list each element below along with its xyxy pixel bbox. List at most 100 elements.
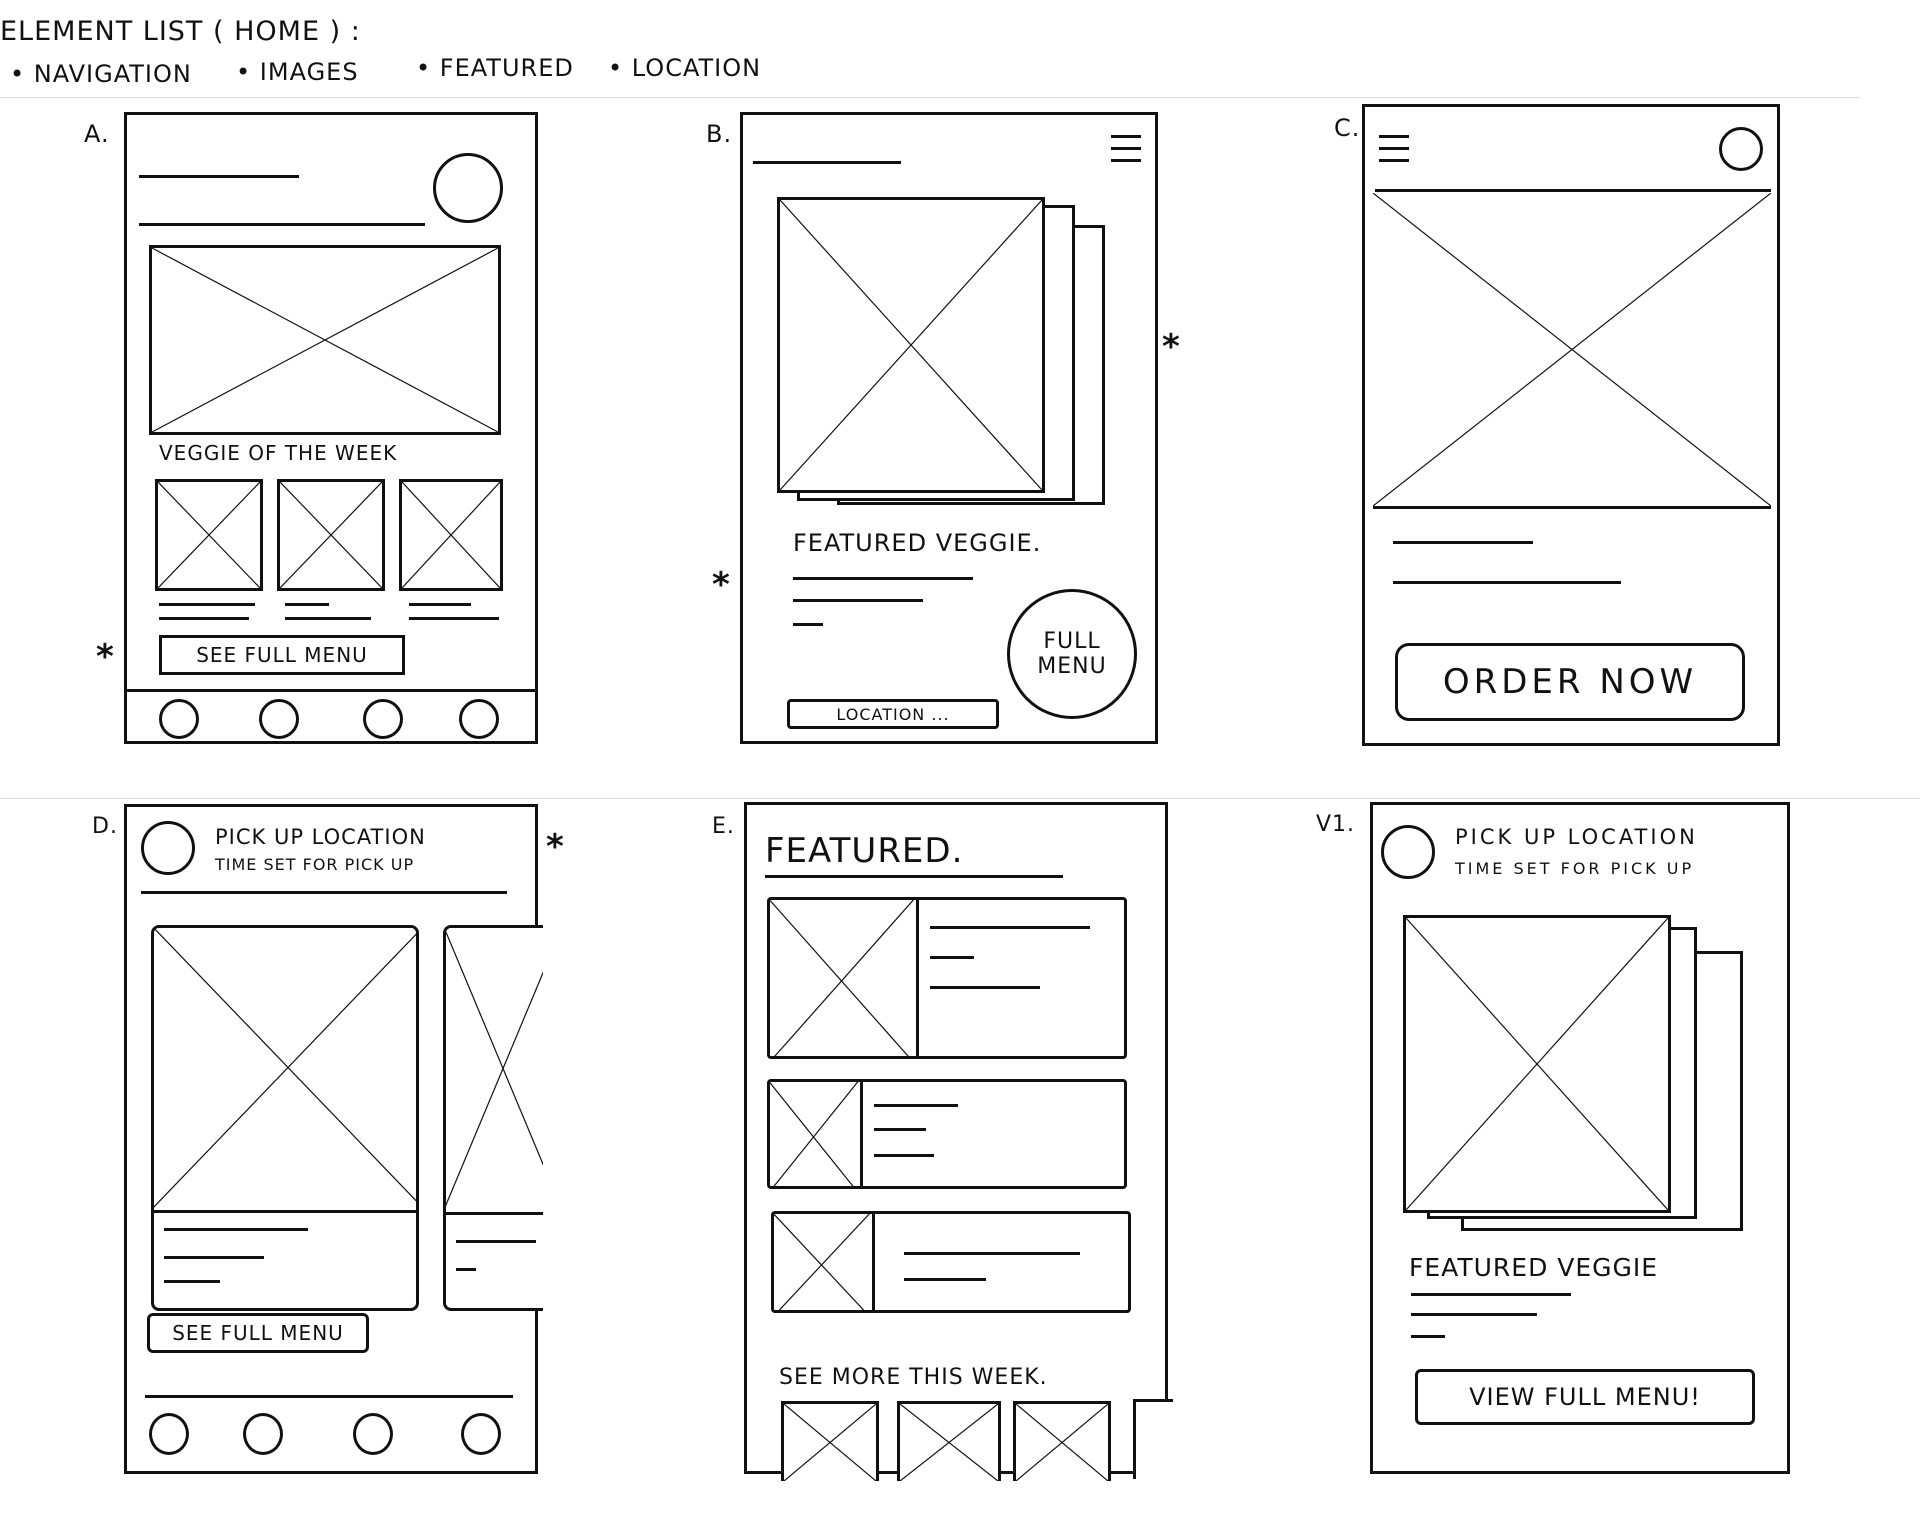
text-line bbox=[874, 1154, 934, 1157]
item-image-placeholder bbox=[770, 1082, 863, 1186]
pickup-time-text: TIME SET FOR PICK UP bbox=[1455, 859, 1695, 878]
full-menu-fab[interactable]: FULL MENU bbox=[1007, 589, 1137, 719]
sketch-label: B. bbox=[706, 120, 733, 148]
nav-icon[interactable] bbox=[353, 1413, 393, 1455]
heading-underline bbox=[765, 875, 1063, 878]
sketch-label: V1. bbox=[1316, 812, 1356, 837]
paper-guide bbox=[0, 798, 1920, 799]
thumbnail-placeholder[interactable] bbox=[155, 479, 263, 591]
see-full-menu-button[interactable]: SEE FULL MENU bbox=[147, 1313, 369, 1353]
carousel-card[interactable] bbox=[151, 925, 419, 1311]
sketch-label: A. bbox=[84, 120, 110, 148]
text-line bbox=[159, 617, 249, 620]
pickup-location-text[interactable]: PICK UP LOCATION bbox=[215, 825, 426, 849]
location-avatar[interactable] bbox=[1381, 825, 1435, 879]
location-avatar[interactable] bbox=[141, 821, 195, 875]
featured-caption: FEATURED VEGGIE. bbox=[793, 529, 1042, 557]
avatar[interactable] bbox=[1719, 127, 1763, 171]
nav-icon[interactable] bbox=[259, 699, 299, 739]
card-image-placeholder bbox=[154, 928, 416, 1213]
thumbnail-placeholder[interactable] bbox=[399, 479, 503, 591]
star-mark: * bbox=[1162, 327, 1180, 367]
text-line bbox=[930, 956, 974, 959]
text-line bbox=[1393, 581, 1621, 584]
phone-frame-a: VEGGIE OF THE WEEK SEE FULL MENU bbox=[124, 112, 538, 744]
hero-image-placeholder bbox=[149, 245, 501, 435]
see-more-link[interactable]: SEE MORE THIS WEEK. bbox=[779, 1365, 1048, 1390]
featured-caption: FEATURED VEGGIE bbox=[1409, 1253, 1659, 1282]
featured-image-placeholder[interactable] bbox=[777, 197, 1045, 493]
text-line bbox=[904, 1252, 1080, 1255]
phone-frame-c: ORDER NOW bbox=[1362, 104, 1780, 746]
text-line bbox=[285, 617, 371, 620]
text-line bbox=[1393, 541, 1533, 544]
nav-icon[interactable] bbox=[459, 699, 499, 739]
text-line bbox=[1411, 1335, 1445, 1338]
text-line bbox=[930, 926, 1090, 929]
thumbnail-placeholder-peek[interactable] bbox=[1133, 1399, 1173, 1479]
text-line bbox=[904, 1278, 986, 1281]
menu-icon[interactable] bbox=[1111, 135, 1141, 171]
thumbnail-placeholder[interactable] bbox=[277, 479, 385, 591]
bottom-nav-divider bbox=[127, 689, 535, 692]
item-image-placeholder bbox=[774, 1214, 875, 1310]
header-divider bbox=[141, 891, 507, 894]
header-divider bbox=[1375, 189, 1771, 192]
element-list-item: • NAVIGATION bbox=[10, 60, 192, 88]
text-line bbox=[164, 1228, 308, 1231]
text-line bbox=[1411, 1293, 1571, 1296]
star-mark: * bbox=[546, 827, 564, 867]
featured-list-item[interactable] bbox=[767, 897, 1127, 1059]
view-full-menu-button[interactable]: VIEW FULL MENU! bbox=[1415, 1369, 1755, 1425]
title-line bbox=[139, 223, 425, 226]
featured-image-placeholder[interactable] bbox=[1403, 915, 1671, 1213]
sketch-label: E. bbox=[712, 814, 735, 839]
element-list-item: • LOCATION bbox=[608, 54, 762, 82]
see-full-menu-button[interactable]: SEE FULL MENU bbox=[159, 635, 405, 675]
nav-icon[interactable] bbox=[243, 1413, 283, 1455]
text-line bbox=[874, 1104, 958, 1107]
bottom-nav-divider bbox=[145, 1395, 513, 1398]
featured-list-item[interactable] bbox=[767, 1079, 1127, 1189]
element-list-item: • FEATURED bbox=[416, 54, 574, 82]
location-pill[interactable]: LOCATION ... bbox=[787, 699, 999, 729]
order-now-button[interactable]: ORDER NOW bbox=[1395, 643, 1745, 721]
thumbnail-placeholder[interactable] bbox=[897, 1401, 1001, 1481]
thumbnail-placeholder[interactable] bbox=[781, 1401, 879, 1481]
hero-caption: VEGGIE OF THE WEEK bbox=[159, 441, 398, 465]
nav-icon[interactable] bbox=[363, 699, 403, 739]
phone-frame-v1: PICK UP LOCATION TIME SET FOR PICK UP FE… bbox=[1370, 802, 1790, 1474]
thumbnail-placeholder[interactable] bbox=[1013, 1401, 1111, 1481]
text-line bbox=[285, 603, 329, 606]
star-mark: * bbox=[712, 565, 730, 605]
nav-icon[interactable] bbox=[159, 699, 199, 739]
hero-image-placeholder[interactable] bbox=[1373, 193, 1771, 509]
phone-frame-b: FEATURED VEGGIE. FULL MENU LOCATION ... bbox=[740, 112, 1158, 744]
pickup-time-text: TIME SET FOR PICK UP bbox=[215, 855, 415, 874]
nav-icon[interactable] bbox=[149, 1413, 189, 1455]
text-line bbox=[1411, 1313, 1537, 1316]
nav-icon[interactable] bbox=[461, 1413, 501, 1455]
featured-list-item[interactable] bbox=[771, 1211, 1131, 1313]
text-line bbox=[874, 1128, 926, 1131]
text-line bbox=[456, 1240, 536, 1243]
menu-icon[interactable] bbox=[1379, 135, 1409, 171]
title-line bbox=[753, 161, 901, 164]
item-image-placeholder bbox=[770, 900, 919, 1056]
text-line bbox=[409, 603, 471, 606]
sketch-label: D. bbox=[92, 814, 118, 839]
sketch-label: C. bbox=[1334, 114, 1361, 142]
text-line bbox=[930, 986, 1040, 989]
text-line bbox=[793, 577, 973, 580]
star-mark: * bbox=[96, 637, 114, 677]
text-line bbox=[456, 1268, 476, 1271]
element-list-item: • IMAGES bbox=[236, 58, 359, 86]
title-line bbox=[139, 175, 299, 178]
pickup-location-text[interactable]: PICK UP LOCATION bbox=[1455, 825, 1698, 849]
text-line bbox=[164, 1256, 264, 1259]
avatar[interactable] bbox=[433, 153, 503, 223]
text-line bbox=[159, 603, 255, 606]
text-line bbox=[409, 617, 499, 620]
carousel-card-peek[interactable] bbox=[443, 925, 543, 1311]
text-line bbox=[793, 623, 823, 626]
